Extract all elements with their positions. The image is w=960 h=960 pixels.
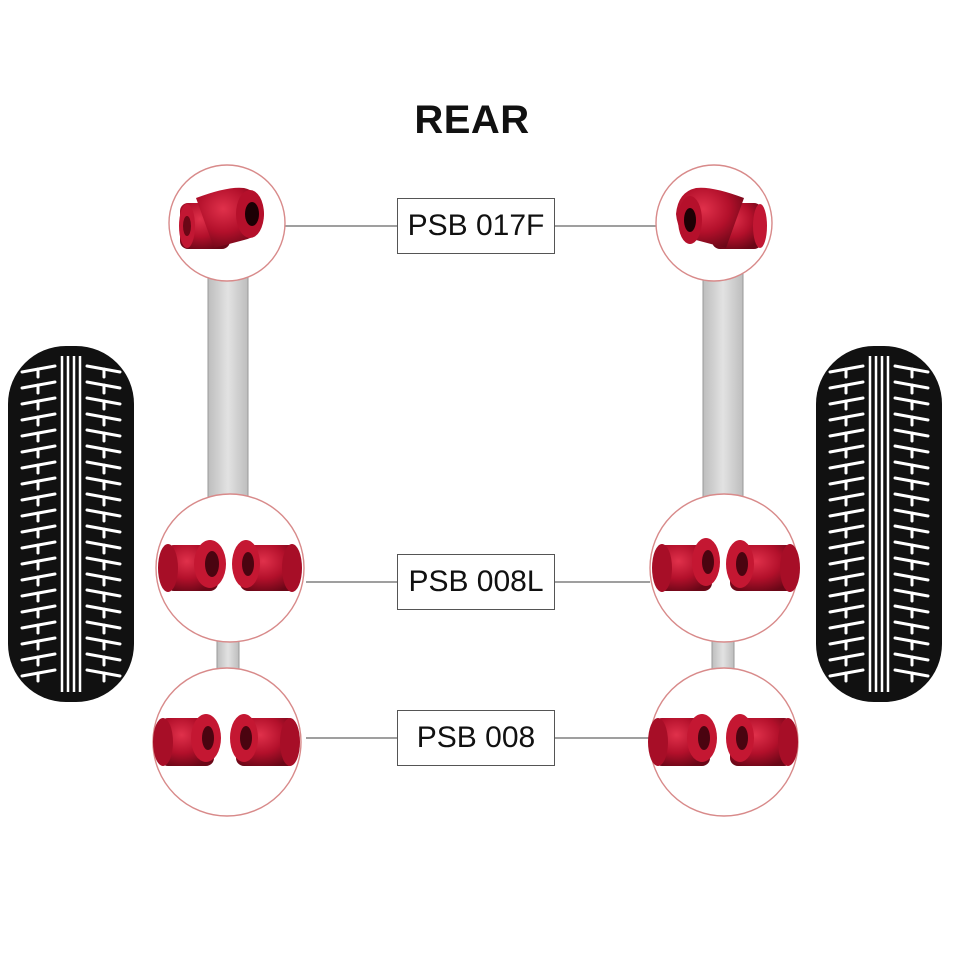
bush-circle-middle-left bbox=[155, 493, 305, 643]
bush-icon bbox=[648, 714, 717, 766]
bush-icon bbox=[230, 714, 300, 766]
bush-icon bbox=[158, 540, 226, 592]
part-label-psb-008: PSB 008 bbox=[397, 710, 555, 766]
bush-circle-top-left bbox=[168, 164, 286, 282]
right-arm-link bbox=[702, 249, 744, 511]
bush-icon bbox=[232, 540, 302, 592]
part-label-psb-017f: PSB 017F bbox=[397, 198, 555, 254]
bush-icon bbox=[153, 714, 221, 766]
bush-circle-middle-right bbox=[649, 493, 800, 643]
tyre-icon bbox=[816, 346, 942, 702]
page-title: REAR bbox=[414, 98, 530, 142]
bush-icon bbox=[652, 538, 720, 592]
bush-icon bbox=[726, 540, 800, 592]
bush-icon bbox=[676, 187, 767, 249]
bush-icon bbox=[179, 187, 264, 249]
bush-icon bbox=[726, 714, 798, 766]
bush-circle-top-right bbox=[655, 164, 773, 282]
part-label-psb-008l: PSB 008L bbox=[397, 554, 555, 610]
bush-circle-bottom-right bbox=[648, 667, 799, 817]
left-arm-link bbox=[207, 249, 249, 511]
bush-circle-bottom-left bbox=[152, 667, 302, 817]
tyre-icon bbox=[8, 346, 134, 702]
